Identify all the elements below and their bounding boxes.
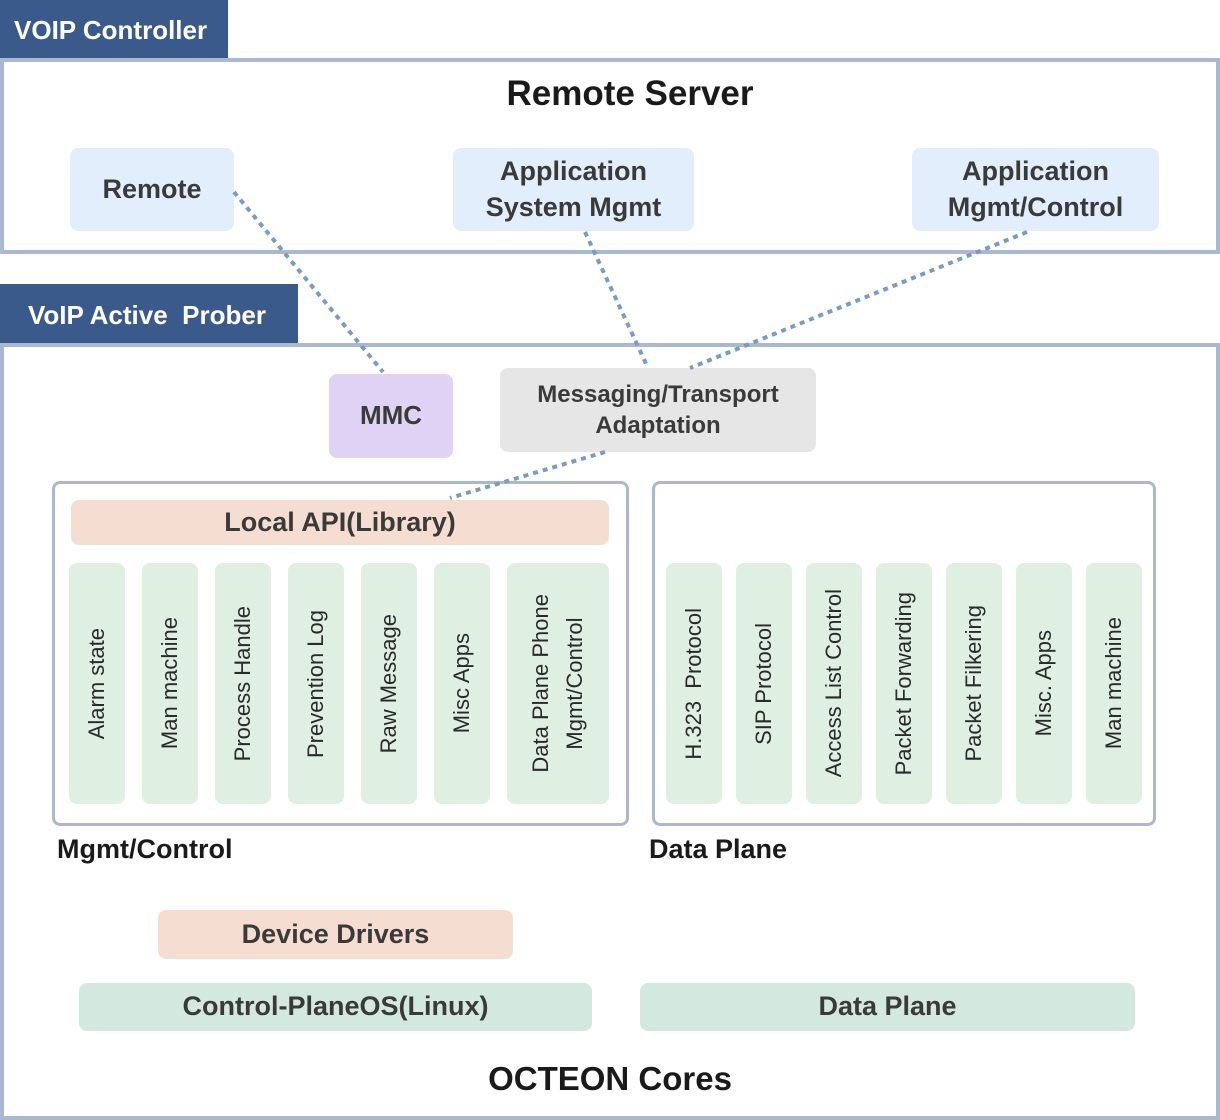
remote-box: Remote [70, 148, 234, 231]
connector-messaging-to-local-api [449, 450, 606, 500]
mmc-box: MMC [329, 374, 453, 458]
connector-remote-to-mmc [232, 190, 385, 374]
mgmt-column: Data Plane Phone Mgmt/Control [507, 563, 609, 804]
device-drivers-box: Device Drivers [158, 910, 513, 959]
data-plane-column: Access List Control [806, 563, 862, 804]
mgmt-column: Process Handle [215, 563, 271, 804]
data-plane-column: H.323 Protocol [666, 563, 722, 804]
connector-app-mgmt-to-messaging [689, 230, 1028, 370]
voip-controller-tab-label: VOIP Controller [14, 15, 208, 45]
mgmt-column: Man machine [142, 563, 198, 804]
messaging-transport-line2: Adaptation [595, 412, 721, 439]
mgmt-column: Prevention Log [288, 563, 344, 804]
data-plane-column: Packet Filkering [946, 563, 1002, 804]
data-plane-column: Misc. Apps [1016, 563, 1072, 804]
data-plane-bar: Data Plane [640, 983, 1135, 1031]
local-api-label: Local API(Library) [224, 506, 456, 537]
data-plane-bar-label: Data Plane [818, 991, 957, 1022]
messaging-transport-line1: Messaging/Transport [537, 380, 779, 408]
connector-app-system-to-messaging [583, 231, 650, 369]
mgmt-column: Raw Message [361, 563, 417, 804]
mgmt-column: Alarm state [69, 563, 125, 804]
control-plane-os-box: Control-PlaneOS(Linux) [79, 983, 592, 1031]
octeon-cores-title: OCTEON Cores [488, 1060, 732, 1097]
voip-active-prober-tab: VoIP Active Prober [0, 284, 298, 346]
remote-box-label: Remote [102, 173, 202, 204]
application-mgmt-control-line1: Application [962, 156, 1109, 187]
data-plane-column: Man machine [1086, 563, 1142, 804]
application-mgmt-control-box: Application Mgmt/Control [912, 148, 1159, 231]
application-system-mgmt-line1: Application [500, 156, 647, 187]
local-api-box: Local API(Library) [71, 500, 609, 545]
mgmt-control-label: Mgmt/Control [57, 834, 233, 864]
mmc-box-label: MMC [359, 400, 423, 431]
voip-controller-tab: VOIP Controller [0, 0, 228, 61]
application-system-mgmt-line2: System Mgmt [485, 191, 662, 222]
mgmt-column: Misc Apps [434, 563, 490, 804]
voip-active-prober-tab-label: VoIP Active Prober [28, 299, 266, 330]
application-mgmt-control-line2: Mgmt/Control [947, 191, 1124, 222]
application-system-mgmt-box: Application System Mgmt [453, 148, 694, 231]
remote-server-title: Remote Server [506, 74, 754, 113]
data-plane-column: Packet Forwarding [876, 563, 932, 804]
device-drivers-label: Device Drivers [241, 918, 430, 949]
messaging-transport-box: Messaging/Transport Adaptation [500, 368, 816, 452]
data-plane-column: SIP Protocol [736, 563, 792, 804]
data-plane-label: Data Plane [649, 834, 788, 864]
control-plane-os-label: Control-PlaneOS(Linux) [182, 991, 489, 1022]
